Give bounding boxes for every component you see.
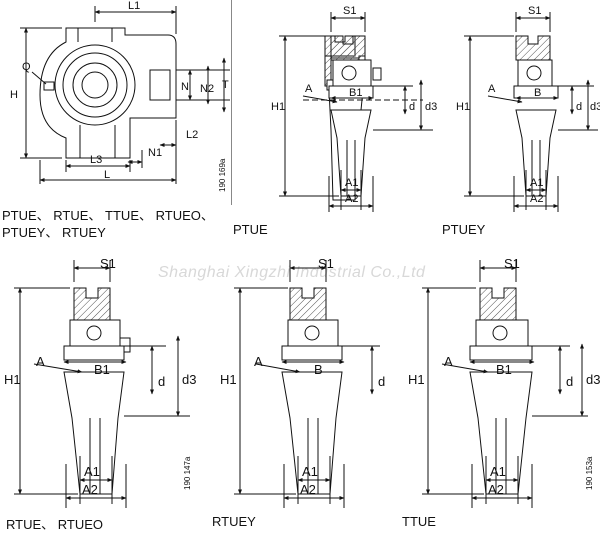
- dim-d3: d3: [182, 372, 196, 387]
- side-view-rtue: S1 H1 A B1 d d3 A1 A2: [4, 256, 196, 508]
- watermark-text: Shanghai Xingzhi Industrial Co.,Ltd: [158, 264, 426, 281]
- dim-A2: A2: [300, 482, 316, 497]
- dim-A1: A1: [345, 177, 358, 189]
- dim-H: H: [10, 89, 18, 101]
- dim-d: d: [409, 101, 415, 113]
- side-view-ptuey: S1 H1 A B d d3 A1 A2: [456, 5, 600, 212]
- side-view-ttue: S1 H1 A B1 d d3 A1 A2: [408, 256, 600, 508]
- dim-A: A: [488, 83, 496, 95]
- dim-d: d: [378, 374, 385, 389]
- dim-A1: A1: [530, 177, 543, 189]
- dim-B: B: [314, 362, 323, 377]
- dim-A: A: [444, 354, 453, 369]
- dim-B1: B1: [349, 87, 362, 99]
- dim-S1: S1: [318, 256, 334, 271]
- caption-2: PTUE: [233, 222, 268, 237]
- dim-L: L: [104, 169, 110, 181]
- dim-H1: H1: [220, 372, 237, 387]
- dim-A2: A2: [530, 193, 543, 205]
- caption-3: PTUEY: [442, 222, 486, 237]
- dim-d3: d3: [586, 372, 600, 387]
- dim-L2: L2: [186, 129, 198, 141]
- dim-S1: S1: [528, 5, 541, 17]
- caption-1-line-1: PTUE、 RTUE、 TTUE、 RTUEO、: [2, 208, 214, 223]
- dim-T: T: [222, 79, 229, 91]
- dim-N2: N2: [200, 83, 214, 95]
- dim-A: A: [305, 83, 313, 95]
- dim-H1: H1: [408, 372, 425, 387]
- dim-d3: d3: [590, 101, 600, 113]
- dim-H1: H1: [4, 372, 21, 387]
- dim-d: d: [576, 101, 582, 113]
- dim-A2: A2: [82, 482, 98, 497]
- side-view-rtuey: S1 H1 A B d A1 A2: [220, 256, 385, 508]
- dim-N: N: [181, 81, 189, 93]
- dim-L1: L1: [128, 0, 140, 12]
- dim-H1: H1: [456, 101, 470, 113]
- dim-A1: A1: [84, 464, 100, 479]
- caption-4: RTUE、 RTUEO: [6, 517, 104, 532]
- dim-B1: B1: [94, 362, 110, 377]
- dim-S1: S1: [504, 256, 520, 271]
- dim-A1: A1: [490, 464, 506, 479]
- caption-5: RTUEY: [212, 514, 256, 529]
- dim-B: B: [534, 87, 541, 99]
- dim-S1: S1: [100, 256, 116, 271]
- dim-A2: A2: [488, 482, 504, 497]
- caption-6: TTUE: [402, 514, 436, 529]
- dim-S1: S1: [343, 5, 356, 17]
- side-view-ptue-detail: S1 H1 A B1 d d3 A1 A2: [271, 5, 437, 212]
- dim-d: d: [158, 374, 165, 389]
- dim-Q: Q: [22, 61, 31, 73]
- dim-A: A: [254, 354, 263, 369]
- caption-1-line-2: PTUEY、 RTUEY: [2, 225, 106, 240]
- dim-d: d: [566, 374, 573, 389]
- dim-d3: d3: [425, 101, 437, 113]
- dim-N1: N1: [148, 147, 162, 159]
- dim-L3: L3: [90, 154, 102, 166]
- dim-B1: B1: [496, 362, 512, 377]
- dim-A: A: [36, 354, 45, 369]
- dim-A1: A1: [302, 464, 318, 479]
- dim-A2: A2: [345, 193, 358, 205]
- dim-H1: H1: [271, 101, 285, 113]
- front-view-drawing: L1 H Q N N2 T L2 N1 L3 L: [10, 0, 232, 205]
